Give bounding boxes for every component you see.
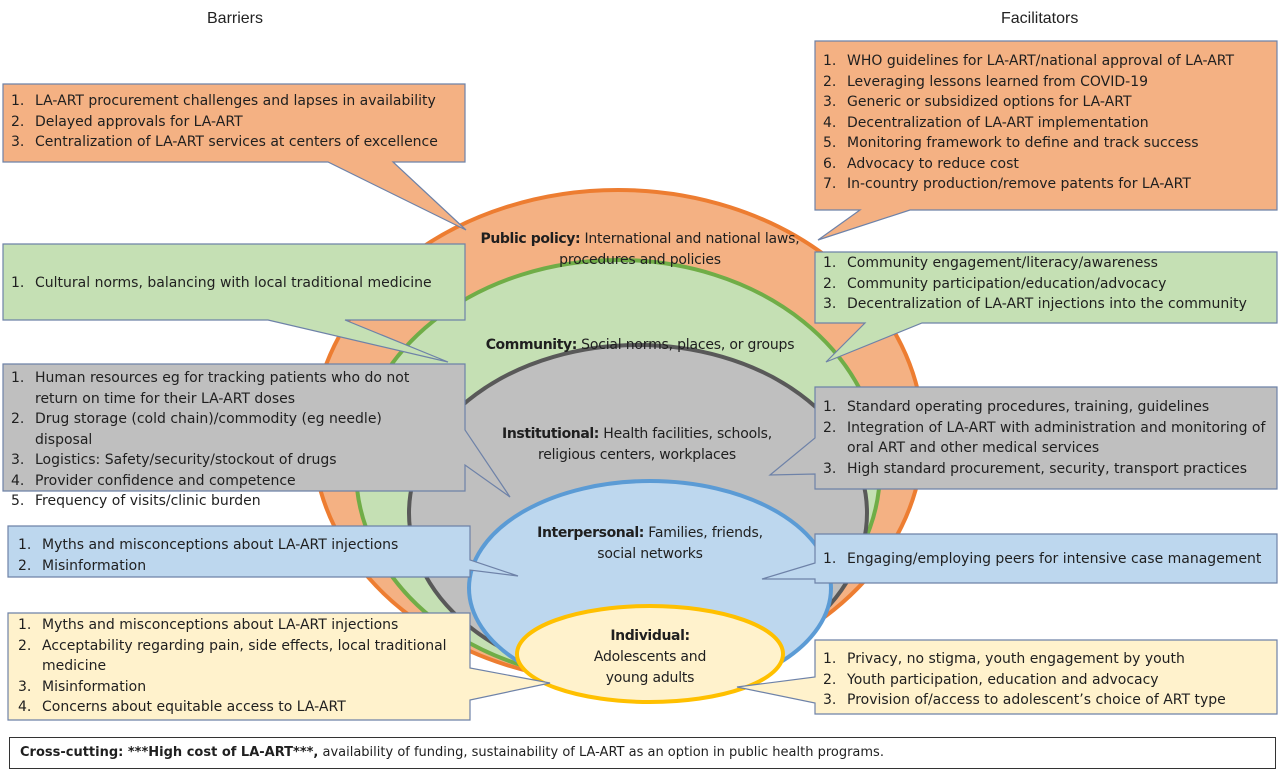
level-public-policy: Public policy: International and nationa… [440,229,840,271]
list-item: 1.WHO guidelines for LA-ART/national app… [823,53,1235,69]
list-item: 3.Provision of/access to adolescent’s ch… [823,692,1226,708]
barrier-institutional-box: 1.Human resources eg for tracking patien… [3,364,465,515]
facilitator-interpersonal-box: 1.Engaging/employing peers for intensive… [815,545,1277,573]
list-item: 3.Misinformation [18,678,147,695]
facilitator-public-policy-box: 1.WHO guidelines for LA-ART/national app… [815,47,1277,198]
list-item: 2.Integration of LA-ART with administrat… [823,419,1266,457]
level-desc: Health facilities, schools, [603,426,772,442]
barrier-interpersonal-callout [7,525,519,578]
level-desc: International and national laws, [584,231,800,247]
facilitator-institutional-callout [768,386,1278,490]
level-desc: procedures and policies [559,252,721,268]
barrier-individual-callout [7,612,551,721]
list-item: 1.Privacy, no stigma, youth engagement b… [823,651,1185,667]
barriers-heading: Barriers [207,10,264,27]
list-item: 2.Leveraging lessons learned from COVID-… [823,73,1149,90]
level-desc: Social norms, places, or groups [581,337,795,353]
list-item: 5.Frequency of visits/clinic burden [11,493,261,509]
level-community: Community: Social norms, places, or grou… [440,335,840,356]
level-desc: Families, friends, [648,525,763,541]
list-item: 2.Acceptability regarding pain, side eff… [18,637,447,675]
level-desc: religious centers, workplaces [537,447,737,463]
level-institutional: Institutional: Health facilities, school… [437,424,837,466]
barrier-public-policy-callout [2,83,467,231]
list-item: 4.Decentralization of LA-ART implementat… [823,114,1149,131]
facilitator-interpersonal-callout [761,533,1278,584]
facilitator-individual-box: 1.Privacy, no stigma, youth engagement b… [815,645,1277,714]
list-item: 1.Myths and misconceptions about LA-ART … [18,537,399,553]
list-item: 5.Monitoring framework to define and tra… [823,135,1199,151]
list-item: 1.Standard operating procedures, trainin… [823,399,1210,415]
list-item: 3.Decentralization of LA-ART injections … [823,296,1247,312]
barrier-public-policy-box: 1.LA-ART procurement challenges and laps… [3,87,465,156]
list-item: 2.Community participation/education/advo… [823,275,1167,292]
barrier-individual-box: 1.Myths and misconceptions about LA-ART … [10,611,470,721]
facilitator-community-box: 1.Community engagement/literacy/awarenes… [815,249,1277,318]
list-item: 1.Engaging/employing peers for intensive… [823,551,1262,567]
level-label: Public policy: [480,231,581,247]
level-label: Individual: [610,628,690,644]
barrier-interpersonal-box: 1.Myths and misconceptions about LA-ART … [10,531,470,579]
level-desc: young adults [605,670,695,686]
list-item: 1.Cultural norms, balancing with local t… [11,275,432,291]
barrier-community-callout [2,243,466,363]
facilitator-public-policy-callout [814,40,1278,241]
list-item: 3.Generic or subsidized options for LA-A… [823,94,1132,110]
individual-ellipse [515,604,785,704]
list-item: 2.Drug storage (cold chain)/commodity (e… [11,411,382,448]
barrier-community-box: 1.Cultural norms, balancing with local t… [3,269,465,297]
list-item: 2.Youth participation, education and adv… [823,671,1159,688]
facilitators-heading: Facilitators [1001,10,1079,27]
facilitator-individual-callout [736,639,1278,715]
list-item: 1.Myths and misconceptions about LA-ART … [18,617,399,633]
list-item: 2.Misinformation [18,557,147,574]
level-interpersonal: Interpersonal: Families, friends, social… [450,523,850,565]
list-item: 2.Delayed approvals for LA-ART [11,113,243,130]
list-item: 3.High standard procurement, security, t… [823,460,1248,477]
facilitator-institutional-box: 1.Standard operating procedures, trainin… [815,393,1277,482]
level-label: Institutional: [502,426,599,442]
level-desc: Adolescents and [593,649,707,665]
level-individual: Individual: Adolescents and young adults [550,626,750,689]
list-item: 1.Community engagement/literacy/awarenes… [823,255,1158,271]
list-item: 1.LA-ART procurement challenges and laps… [11,93,436,109]
level-desc: social networks [597,546,703,562]
list-item: 7.In-country production/remove patents f… [823,176,1191,192]
cross-cutting-label: Cross-cutting: ***High cost of LA-ART***… [20,745,319,760]
list-item: 1.Human resources eg for tracking patien… [11,370,410,407]
level-label: Community: [485,337,578,353]
barrier-institutional-callout [2,363,511,498]
facilitator-community-callout [814,251,1278,363]
list-item: 6.Advocacy to reduce cost [823,155,1019,172]
list-item: 3.Centralization of LA-ART services at c… [11,134,438,150]
cross-cutting-text: availability of funding, sustainability … [318,745,884,760]
list-item: 3.Logistics: Safety/security/stockout of… [11,452,337,468]
level-label: Interpersonal: [537,525,645,541]
list-item: 4.Provider confidence and competence [11,472,296,489]
cross-cutting-box: Cross-cutting: ***High cost of LA-ART***… [9,737,1276,769]
list-item: 4.Concerns about equitable access to LA-… [18,699,346,715]
